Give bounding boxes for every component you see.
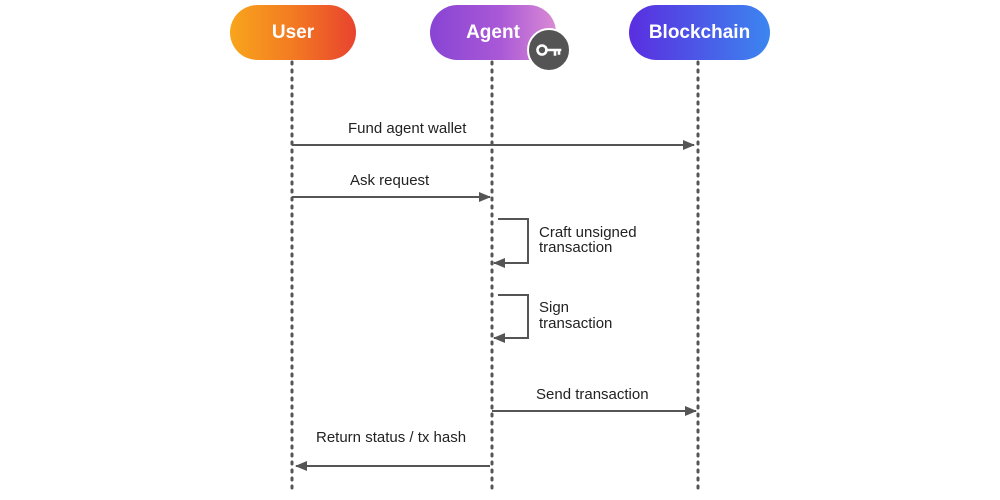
sign-label-line2: transaction [539,315,613,332]
craft-label-line2: transaction [539,239,613,256]
key-icon [536,44,562,56]
craft-label-line1: Craft unsigned [539,224,637,241]
return-label: Return status / tx hash [316,429,467,446]
sign-label-line1: Sign [539,299,570,316]
sign-self-arrow [493,294,529,343]
craft-self-arrow [493,218,529,268]
send-label: Send transaction [536,386,649,403]
actor-user: User [230,5,356,60]
actor-blockchain: Blockchain [629,5,770,60]
actor-agent-label: Agent [466,21,520,43]
ask-label: Ask request [350,172,430,189]
fund-label: Fund agent wallet [348,120,467,137]
agent-key-badge [527,28,571,72]
actor-blockchain-label: Blockchain [648,21,751,43]
actor-user-label: User [271,21,315,43]
